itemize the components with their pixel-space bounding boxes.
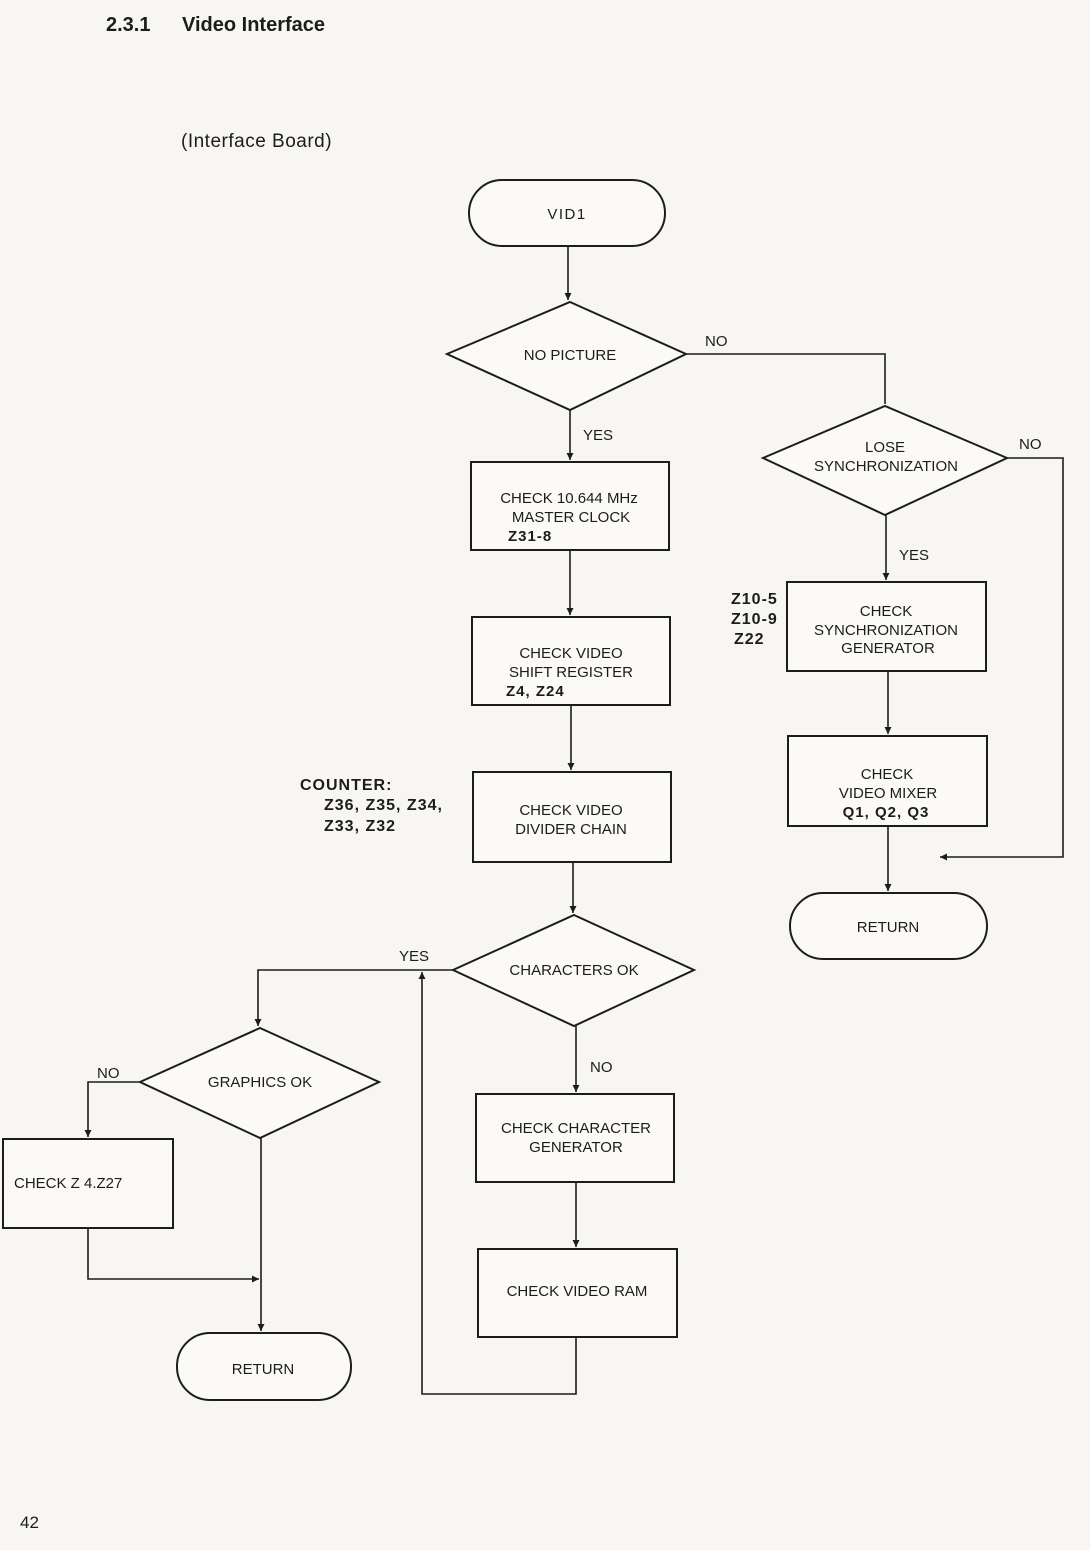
- node-check-divider-chain: CHECK VIDEO DIVIDER CHAIN: [472, 771, 672, 863]
- label-no-picture-yes: YES: [583, 427, 613, 444]
- node-check-mixer-line1: CHECK: [861, 766, 914, 783]
- edge-ram-loop-back: [418, 972, 577, 1395]
- counter-title: COUNTER:: [300, 777, 393, 794]
- sync-ref-3: Z22: [734, 631, 765, 648]
- node-check-sync-generator: CHECK SYNCHRONIZATION GENERATOR: [786, 581, 987, 672]
- section-number: 2.3.1: [106, 14, 151, 36]
- node-check-shift-register: CHECK VIDEO SHIFT REGISTER Z4, Z24: [471, 616, 671, 706]
- edge-lose-sync-no: [940, 457, 1064, 861]
- connectors: [84, 246, 1064, 1395]
- label-lose-sync-yes: YES: [899, 547, 929, 564]
- node-check-shift-line3: Z4, Z24: [506, 683, 565, 700]
- label-graphics-no: NO: [97, 1065, 120, 1082]
- subtitle: (Interface Board): [181, 131, 333, 152]
- node-check-chargen-line2: GENERATOR: [529, 1139, 623, 1156]
- node-lose-sync-line2: SYNCHRONIZATION: [814, 458, 958, 475]
- node-check-shift-line2: SHIFT REGISTER: [509, 664, 633, 681]
- node-vid1: VID1: [468, 179, 666, 247]
- node-check-clock: CHECK 10.644 MHz MASTER CLOCK Z31-8: [470, 461, 670, 551]
- node-return-right-label: RETURN: [857, 919, 920, 936]
- node-check-video-ram: CHECK VIDEO RAM: [477, 1248, 678, 1338]
- node-lose-synchronization: LOSE SYNCHRONIZATION: [760, 404, 1010, 517]
- counter-line-1: Z36, Z35, Z34,: [324, 797, 443, 814]
- node-check-syncgen-line2: SYNCHRONIZATION: [814, 622, 958, 639]
- node-check-divider-line2: DIVIDER CHAIN: [515, 821, 627, 838]
- edge-graphics-no: [84, 1081, 140, 1137]
- edge-no-picture-no: [686, 353, 886, 404]
- node-return-left: RETURN: [176, 1332, 352, 1401]
- page-number: 42: [20, 1513, 39, 1532]
- label-lose-sync-no: NO: [1019, 436, 1042, 453]
- node-return-left-label: RETURN: [232, 1361, 295, 1378]
- node-characters-ok: CHARACTERS OK: [450, 913, 697, 1028]
- node-check-video-mixer: CHECK VIDEO MIXER Q1, Q2, Q3: [787, 735, 988, 827]
- node-lose-sync-line1: LOSE: [865, 439, 905, 456]
- label-no-picture-no: NO: [705, 333, 728, 350]
- section-title: Video Interface: [182, 14, 326, 36]
- sync-ref-2: Z10-9: [731, 611, 778, 628]
- node-check-syncgen-line1: CHECK: [860, 603, 913, 620]
- node-check-video-ram-label: CHECK VIDEO RAM: [507, 1283, 648, 1300]
- node-check-shift-line1: CHECK VIDEO: [519, 645, 622, 662]
- node-check-z4-z27-label: CHECK Z 4.Z27: [14, 1175, 122, 1192]
- node-characters-ok-label: CHARACTERS OK: [509, 962, 638, 979]
- node-check-syncgen-line3: GENERATOR: [841, 640, 935, 657]
- node-no-picture-label: NO PICTURE: [524, 347, 617, 364]
- node-check-clock-line1: CHECK 10.644 MHz: [500, 490, 638, 507]
- node-check-divider-line1: CHECK VIDEO: [519, 802, 622, 819]
- node-check-clock-line2: MASTER CLOCK: [512, 509, 630, 526]
- label-characters-yes: YES: [399, 948, 429, 965]
- node-check-clock-line3: Z31-8: [508, 528, 552, 545]
- node-check-chargen-line1: CHECK CHARACTER: [501, 1120, 651, 1137]
- label-characters-no: NO: [590, 1059, 613, 1076]
- node-vid1-label: VID1: [547, 206, 586, 223]
- node-check-mixer-line2: VIDEO MIXER: [839, 785, 938, 802]
- node-return-right: RETURN: [789, 892, 988, 960]
- counter-line-2: Z33, Z32: [324, 818, 397, 835]
- node-check-mixer-line3: Q1, Q2, Q3: [843, 804, 930, 821]
- edge-check-z4-merge: [87, 1228, 259, 1283]
- node-check-z4-z27: CHECK Z 4.Z27: [2, 1138, 174, 1229]
- node-graphics-ok-label: GRAPHICS OK: [208, 1074, 312, 1091]
- node-no-picture: NO PICTURE: [444, 300, 689, 412]
- edge-characters-yes: [254, 969, 453, 1026]
- node-graphics-ok: GRAPHICS OK: [137, 1026, 382, 1140]
- node-check-character-generator: CHECK CHARACTER GENERATOR: [475, 1093, 675, 1183]
- sync-ref-1: Z10-5: [731, 591, 778, 608]
